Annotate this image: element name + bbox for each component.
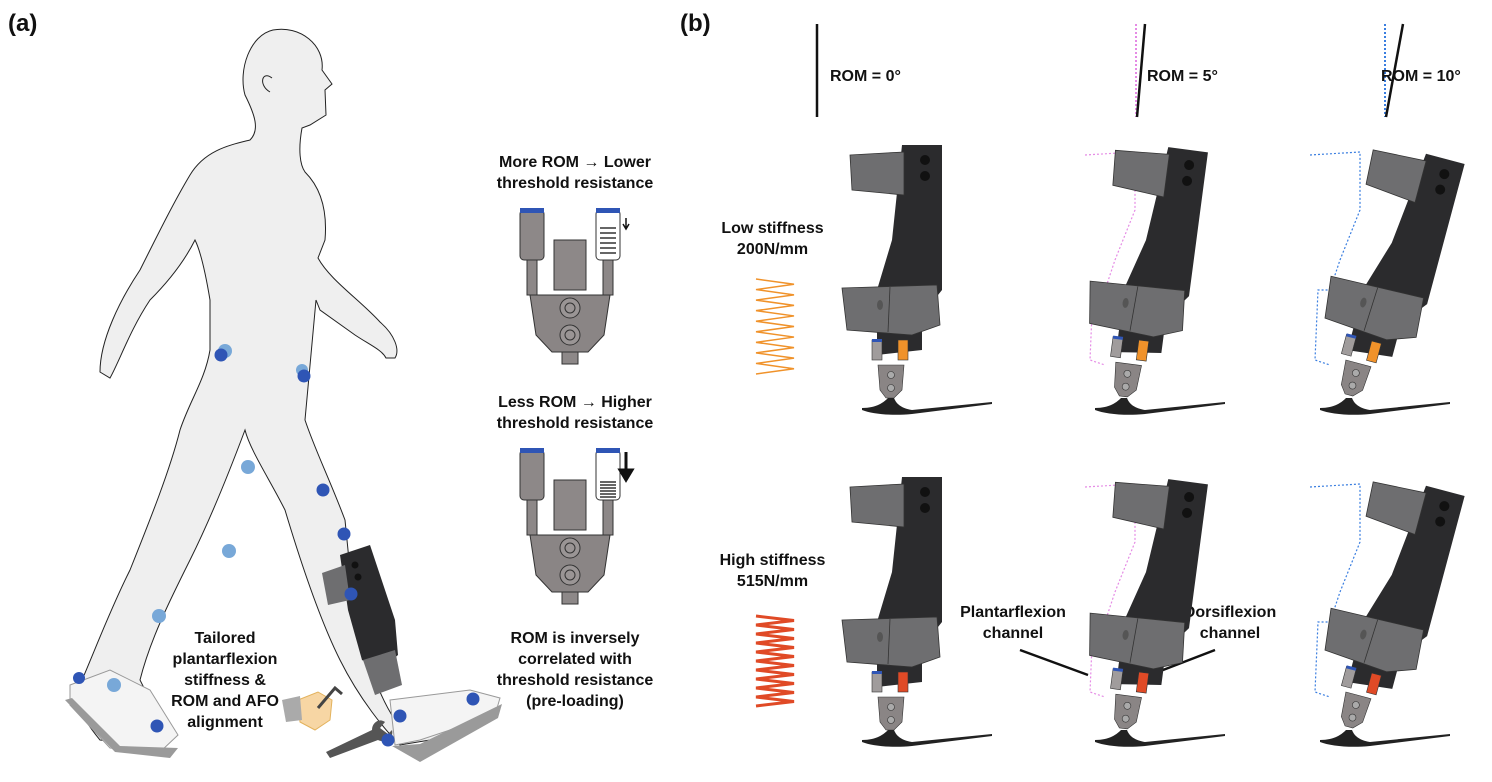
dorsiflexion-channel-cylinder bbox=[1110, 336, 1124, 359]
large-arrow-down-icon bbox=[617, 452, 635, 483]
marker bbox=[214, 348, 228, 362]
marker bbox=[466, 692, 480, 706]
dorsiflexion-channel-label: Dorsiflexion channel bbox=[1183, 604, 1277, 642]
afo-ankle-cuff bbox=[1324, 607, 1425, 673]
afo-calf-cuff bbox=[849, 483, 905, 528]
motion-capture-markers bbox=[73, 344, 480, 747]
ankle-joint bbox=[877, 364, 905, 399]
plantarflexion-channel-cylinder bbox=[897, 671, 909, 693]
afo-ankle-cuff-on-leg bbox=[363, 650, 402, 695]
rom-10-line bbox=[1384, 23, 1405, 118]
panel-b-label: (b) bbox=[680, 10, 711, 37]
neutral-reference-outline bbox=[1309, 483, 1361, 698]
plantarflexion-channel-cylinder bbox=[1135, 671, 1150, 694]
afo-calf-cuff bbox=[1112, 481, 1170, 530]
afo-low-stiffness-rom-0 bbox=[841, 145, 992, 415]
caption-tailored: Tailored plantarflexion stiffness & ROM … bbox=[171, 630, 279, 731]
human-silhouette bbox=[76, 28, 493, 746]
afo-calf-cuff bbox=[1365, 149, 1427, 204]
walking-figure-illustration bbox=[65, 28, 502, 762]
low-stiffness-spring-icon bbox=[755, 278, 795, 375]
dorsiflexion-channel-cylinder bbox=[871, 671, 883, 693]
marker bbox=[241, 460, 255, 474]
spring-coil-icon bbox=[600, 227, 616, 254]
wrench-icon bbox=[326, 720, 393, 758]
marker bbox=[344, 587, 358, 601]
marker bbox=[107, 678, 121, 692]
dorsiflexion-channel-cylinder bbox=[871, 339, 883, 361]
marker bbox=[222, 544, 236, 558]
afo-high-stiffness-rom-5 bbox=[1084, 479, 1225, 747]
low-stiffness-label: Low stiffness 200N/mm bbox=[721, 220, 824, 258]
marker bbox=[316, 483, 330, 497]
rom-indicators bbox=[815, 23, 1405, 118]
afo-calf-cuff bbox=[1112, 149, 1170, 198]
right-shoe-sole bbox=[392, 704, 502, 762]
marker bbox=[393, 709, 407, 723]
plantarflexion-channel-cylinder bbox=[1366, 340, 1382, 364]
panel-a-label: (a) bbox=[8, 10, 38, 37]
foot-plate bbox=[1320, 398, 1450, 415]
neutral-reference-outline bbox=[1309, 151, 1361, 366]
dorsiflexion-channel-cylinder bbox=[1110, 668, 1124, 691]
ankle-joint bbox=[1114, 361, 1142, 398]
plantarflexion-channel-cylinder bbox=[897, 339, 909, 361]
ear bbox=[262, 75, 273, 93]
joint-detail-less-rom bbox=[519, 448, 635, 605]
afo-ankle-cuff bbox=[841, 284, 941, 336]
ankle-joint bbox=[1341, 691, 1372, 729]
marker bbox=[381, 733, 395, 747]
plantarflexion-pointer bbox=[1019, 648, 1089, 677]
plantarflexion-channel-label: Plantarflexion channel bbox=[960, 604, 1066, 642]
afo-low-stiffness-rom-5 bbox=[1084, 147, 1225, 415]
caption-more-rom: More ROM → Lower threshold resistance bbox=[496, 154, 654, 192]
left-shoe-sole bbox=[65, 698, 178, 758]
rom-0-label: ROM = 0° bbox=[830, 68, 901, 85]
foot-plate bbox=[862, 730, 992, 747]
foot-plate bbox=[1095, 398, 1225, 415]
afo-ankle-cuff bbox=[1089, 280, 1186, 338]
afo-strut-on-leg bbox=[340, 545, 398, 670]
joint-detail-more-rom bbox=[519, 208, 630, 365]
foot-plate bbox=[862, 398, 992, 415]
plantarflexion-channel-cylinder bbox=[1135, 339, 1150, 362]
afo-calf-cuff bbox=[1365, 481, 1427, 536]
marker bbox=[337, 527, 351, 541]
neutral-reference-outline bbox=[1084, 151, 1136, 366]
high-stiffness-label: High stiffness 515N/mm bbox=[719, 552, 826, 590]
joint-body bbox=[519, 448, 621, 605]
ankle-joint bbox=[1114, 693, 1142, 730]
afo-ankle-cuff bbox=[1089, 612, 1186, 670]
afo-calf-cuff bbox=[849, 151, 905, 196]
rom-10-label: ROM = 10° bbox=[1381, 68, 1461, 85]
marker bbox=[152, 609, 166, 623]
joint-body bbox=[519, 208, 621, 365]
plantarflexion-channel-cylinder bbox=[1366, 672, 1382, 696]
marker bbox=[297, 369, 311, 383]
ankle-joint bbox=[877, 696, 905, 731]
caption-less-rom: Less ROM → Higher threshold resistance bbox=[496, 394, 654, 432]
afo-high-stiffness-rom-0 bbox=[841, 477, 992, 747]
afo-high-stiffness-rom-10 bbox=[1309, 481, 1465, 747]
afo-low-stiffness-rom-10 bbox=[1309, 149, 1465, 415]
afo-calf-cuff-on-leg bbox=[322, 565, 350, 605]
foot-plate bbox=[1320, 730, 1450, 747]
foot-plate bbox=[1095, 730, 1225, 747]
rom-5-label: ROM = 5° bbox=[1147, 68, 1218, 85]
marker bbox=[150, 719, 164, 733]
rom-5-line bbox=[1135, 23, 1147, 118]
small-arrow-down-icon bbox=[622, 218, 630, 231]
neutral-reference-outline bbox=[1084, 483, 1136, 698]
caption-inverse-correlation: ROM is inversely correlated with thresho… bbox=[496, 630, 654, 710]
afo-ankle-cuff bbox=[841, 616, 941, 668]
ankle-joint bbox=[1341, 359, 1372, 397]
afo-ankle-cuff bbox=[1324, 275, 1425, 341]
high-stiffness-spring-icon bbox=[755, 614, 795, 708]
compressed-spring-icon bbox=[600, 481, 616, 498]
marker bbox=[73, 672, 85, 684]
